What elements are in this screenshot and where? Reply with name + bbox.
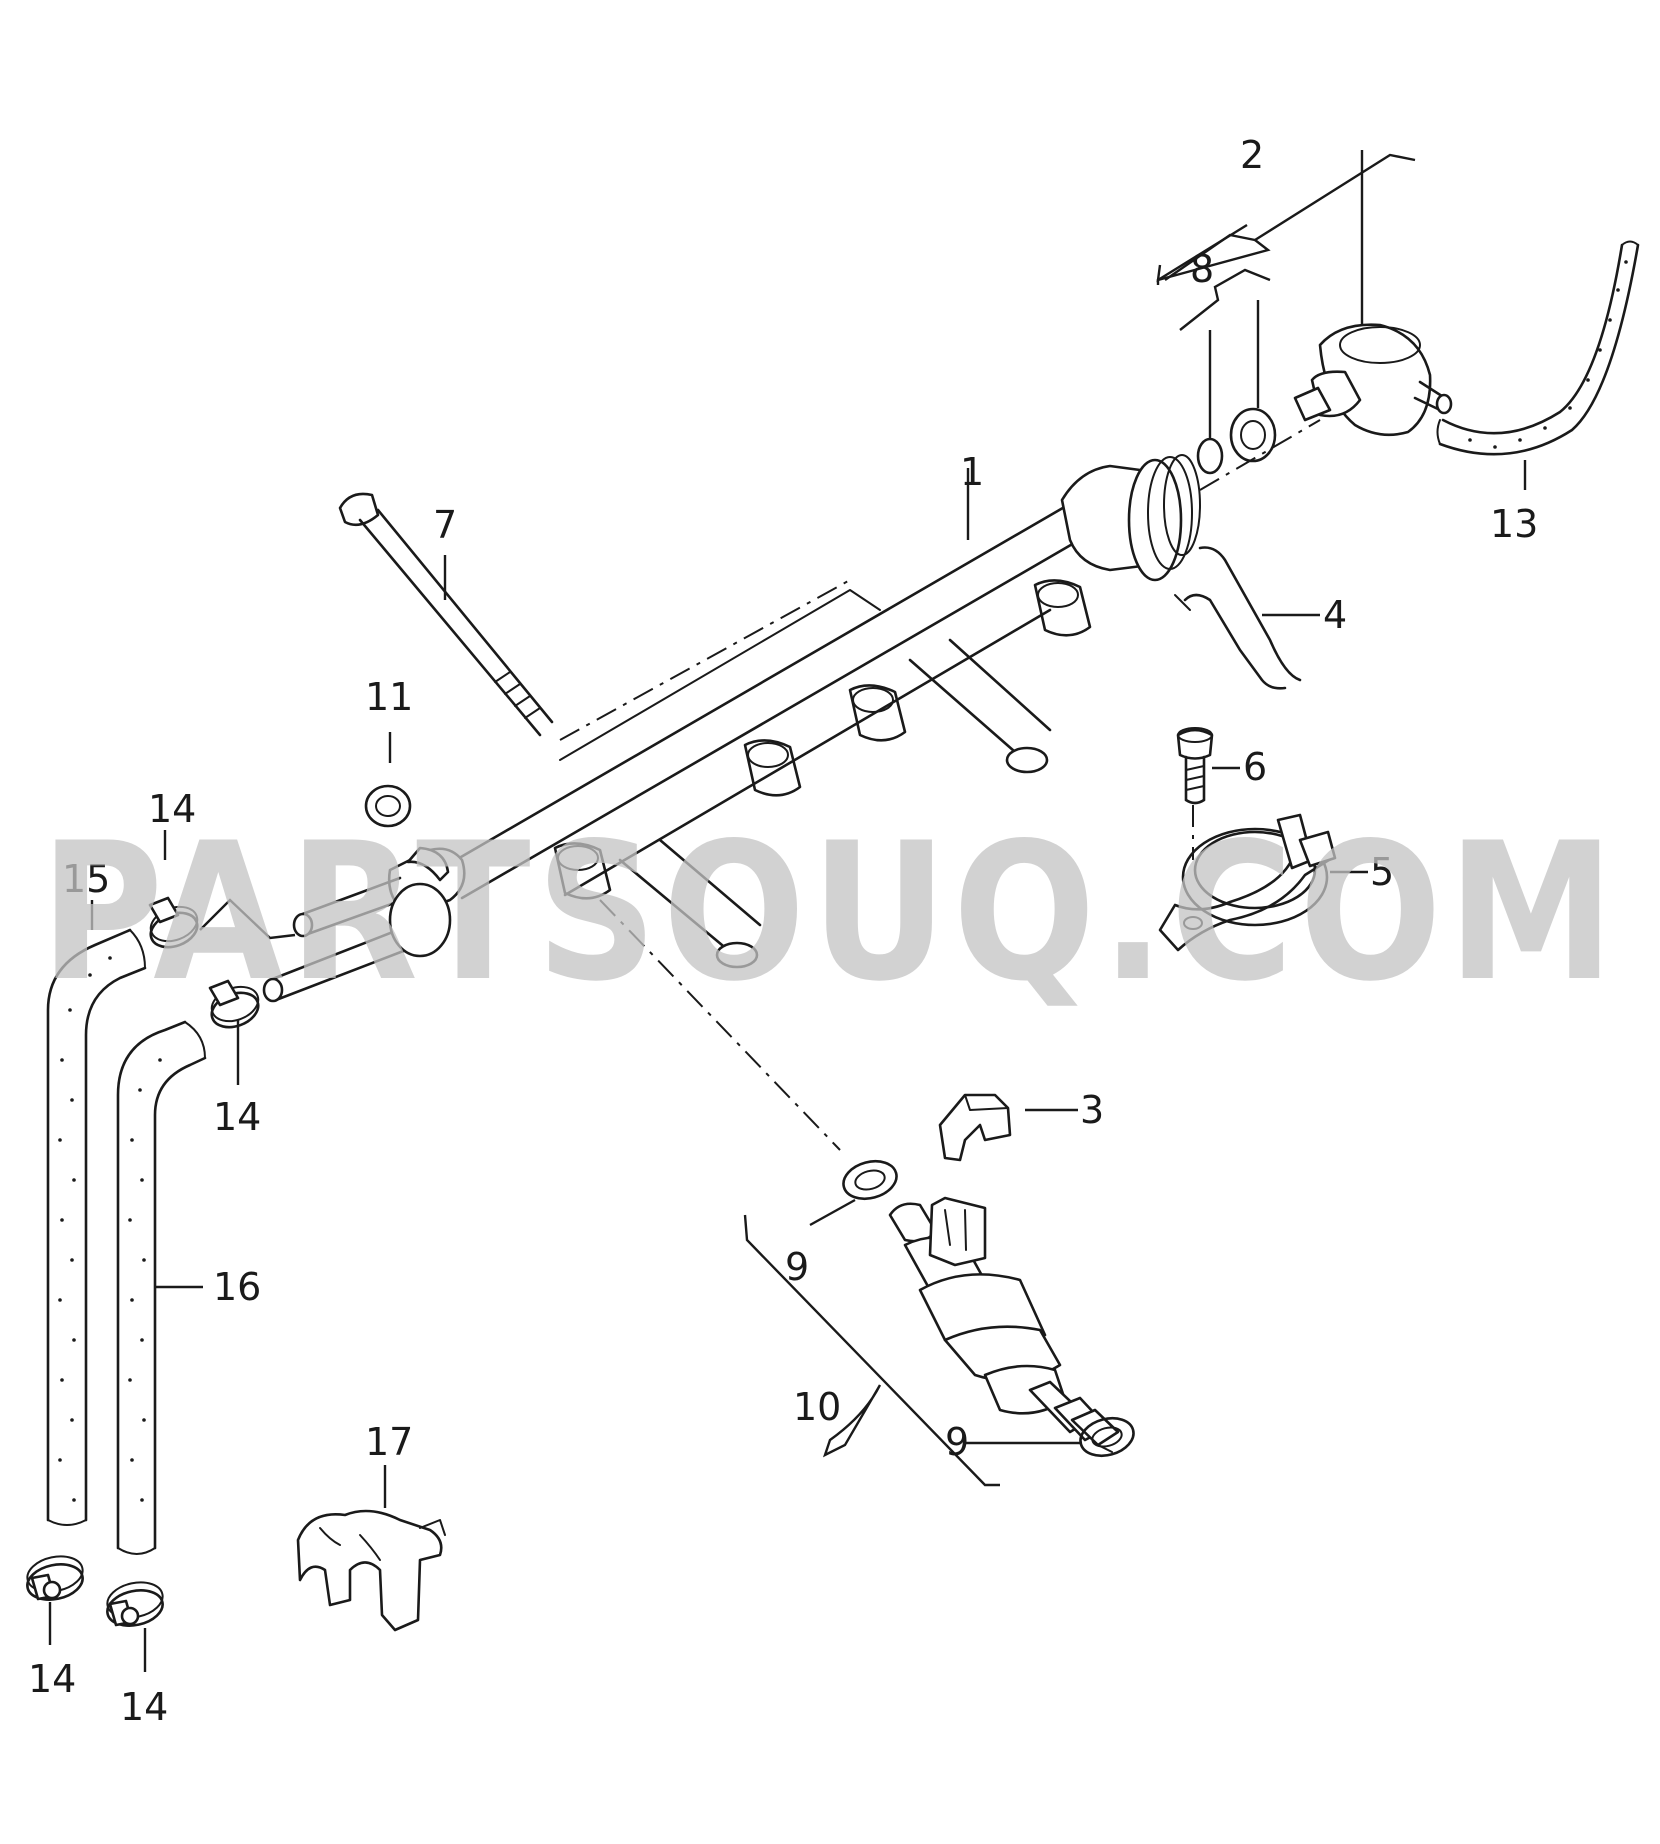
callout-5: 5 [1370,850,1394,894]
callout-14-middle: 14 [213,1095,261,1139]
pressure-regulator-2 [1293,323,1453,437]
injector-cup-4 [1033,579,1092,637]
callout-7: 7 [433,503,457,547]
clip-3 [938,1093,1012,1162]
centerline-regulator [1199,419,1321,491]
callout-8: 8 [1190,247,1214,291]
callout-14-top-left: 14 [148,787,196,831]
centerline-bolt [559,579,851,741]
seal-ring-11 [364,784,412,828]
callout-14-bottom-left: 14 [28,1657,76,1701]
hose-clamp-14d [106,1581,164,1627]
bolt-7 [338,492,554,737]
fuel-hose-16 [116,1020,207,1555]
hose-clamp-14a [148,896,199,949]
centerline-injector [599,899,841,1151]
bracket-5 [1158,813,1337,952]
bolt-6 [1176,727,1214,805]
callout-9-bottom: 9 [945,1420,969,1464]
callout-15: 15 [62,857,110,901]
callout-9-top: 9 [785,1245,809,1289]
callout-labels: 1 2 3 4 5 6 7 8 9 9 10 11 13 14 14 14 14… [28,133,1538,1729]
fuel-hose-15 [46,928,147,1526]
injector-cup-3 [848,684,907,742]
callout-3: 3 [1080,1088,1104,1132]
injector-cup-2 [743,739,802,797]
retaining-clip-4 [1174,546,1302,690]
callout-13: 13 [1490,502,1538,546]
seal-ring-8b [1229,407,1277,463]
watermark: PARTSOUQ.COM [40,802,1620,1023]
callout-17: 17 [365,1420,413,1464]
hose-15-texture [58,956,112,1502]
callout-2: 2 [1240,133,1264,177]
callout-11: 11 [365,675,413,719]
hose-clamp-14b [208,979,260,1029]
injector-cup-1 [553,842,612,900]
callout-6: 6 [1243,745,1267,789]
callout-10: 10 [793,1385,841,1429]
hose-16-texture [128,1058,162,1502]
hose-holder-17 [296,1509,446,1632]
seal-ring-8a [1196,437,1224,475]
hose-clamp-14c [26,1555,84,1601]
fuel-rail [262,454,1201,1003]
callout-1: 1 [960,450,984,494]
injector-10 [888,1196,1120,1453]
seal-ring-9-top [842,1159,898,1201]
vacuum-hose-13 [1436,240,1640,456]
hose-13-texture [1468,260,1628,449]
callout-4: 4 [1323,593,1347,637]
callout-16: 16 [213,1265,261,1309]
leader-lines [48,150,1527,1672]
callout-14-bottom-right: 14 [120,1685,168,1729]
